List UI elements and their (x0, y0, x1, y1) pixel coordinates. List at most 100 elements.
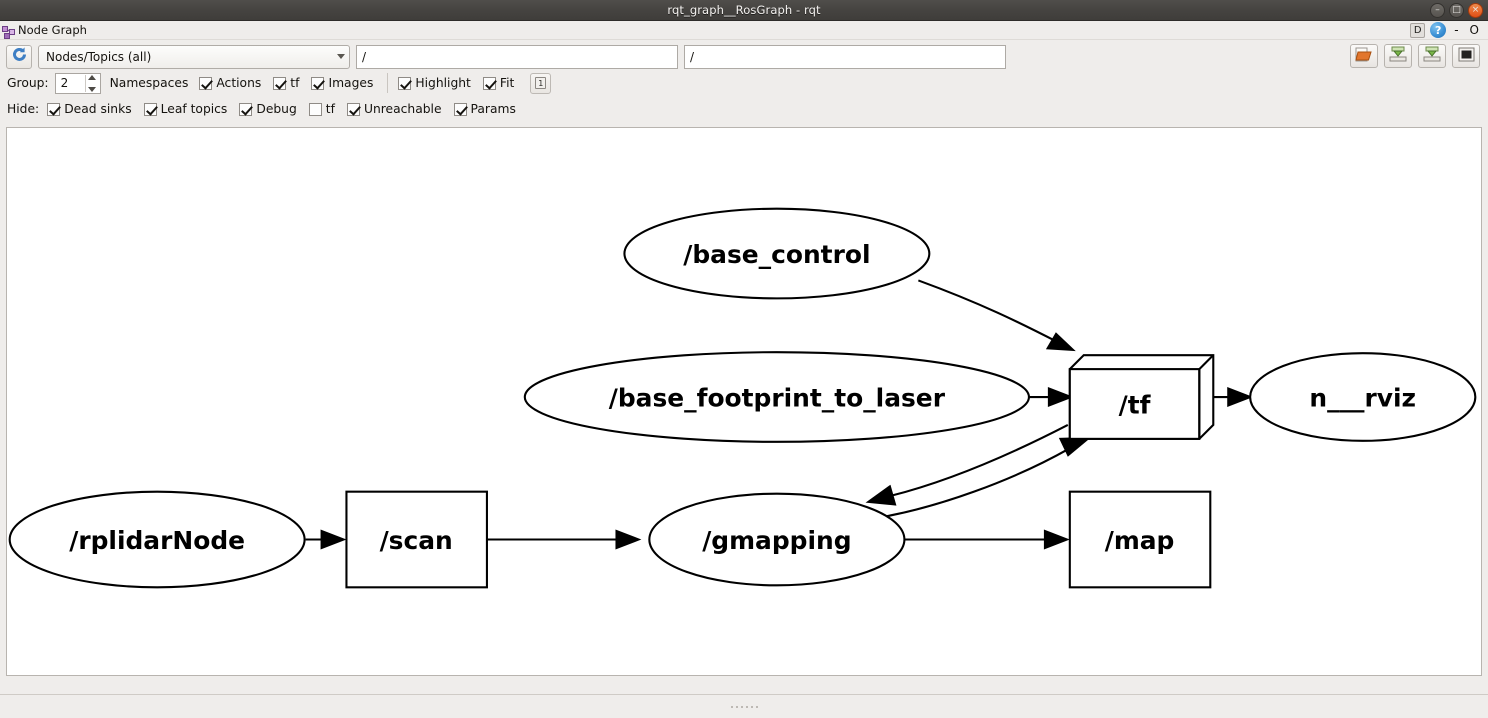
splitter-dot (730, 705, 733, 708)
splitter-dot (735, 705, 738, 708)
save-down-icon (1389, 46, 1407, 66)
graph-node-rviz[interactable]: n___rviz (1249, 352, 1477, 442)
edge-scan-to-gmapping[interactable] (486, 529, 642, 550)
window-controls: – □ × (1430, 3, 1483, 18)
graph-node-base_control-label: /base_control (683, 240, 870, 269)
checkbox-params-label: Params (470, 102, 516, 116)
edge-tf-to-gmapping[interactable] (865, 423, 1069, 506)
save-down-icon (1423, 46, 1441, 66)
checkbox-highlight-box[interactable] (398, 76, 412, 90)
checkbox-hide-tf-label: tf (325, 102, 335, 116)
edge-gmapping-to-map[interactable] (904, 529, 1070, 550)
graph-node-tf[interactable]: /tf (1068, 354, 1215, 440)
checkbox-actions-label: Actions (216, 76, 262, 90)
checkbox-params-box[interactable] (453, 102, 467, 116)
checkbox-dead-sinks-box[interactable] (47, 102, 61, 116)
checkbox-dead-sinks-label: Dead sinks (64, 102, 132, 116)
checkbox-unreachable-label: Unreachable (363, 102, 442, 116)
checkbox-params[interactable]: Params (453, 102, 516, 116)
dock-close-button[interactable]: O (1469, 23, 1479, 37)
window-minimize-button[interactable]: – (1430, 3, 1445, 18)
ros-graph-canvas[interactable]: /base_control /base_footprint_to_laser /… (6, 127, 1482, 676)
node-graph-icon (2, 24, 15, 39)
dock-float-button[interactable]: D (1410, 22, 1426, 38)
topic-filter-input[interactable]: / (684, 44, 1006, 69)
graph-node-rviz-label: n___rviz (1309, 384, 1416, 413)
refresh-button[interactable] (6, 44, 32, 69)
group-value: 2 (60, 76, 69, 90)
graph-node-base_footprint_to_laser-label: /base_footprint_to_laser (609, 384, 946, 413)
dock-widget-header: Node Graph D ? - O (0, 21, 1488, 40)
checkbox-tf-box[interactable] (273, 76, 287, 90)
checkbox-leaf-topics[interactable]: Leaf topics (143, 102, 228, 116)
chevron-down-icon[interactable] (88, 86, 97, 92)
checkbox-debug[interactable]: Debug (239, 102, 297, 116)
checkbox-unreachable-box[interactable] (346, 102, 360, 116)
graph-node-map[interactable]: /map (1068, 490, 1212, 589)
edge-tf-to-rviz[interactable] (1213, 387, 1254, 407)
spinbox-arrows[interactable] (84, 74, 99, 92)
checkbox-highlight[interactable]: Highlight (398, 76, 471, 90)
fit-in-view-button[interactable] (1452, 44, 1480, 68)
checkbox-images-label: Images (328, 76, 374, 90)
dock-minimize-button[interactable]: - (1454, 23, 1459, 37)
toolbar-right-buttons (1350, 44, 1480, 68)
checkbox-highlight-label: Highlight (415, 76, 471, 90)
checkbox-debug-box[interactable] (239, 102, 253, 116)
graph-node-scan[interactable]: /scan (345, 490, 488, 589)
graph-edges (305, 279, 1254, 550)
checkbox-fit-label: Fit (499, 76, 515, 90)
group-label: Group: (7, 76, 49, 90)
hide-options-row: Hide: Dead sinks Leaf topics Debug tf Un… (0, 96, 1488, 122)
save-dot-button[interactable] (1384, 44, 1412, 68)
splitter-dot (755, 705, 758, 708)
checkbox-dead-sinks[interactable]: Dead sinks (47, 102, 132, 116)
checkbox-tf-label: tf (290, 76, 300, 90)
graph-node-rplidarNode[interactable]: /rplidarNode (8, 490, 306, 589)
save-image-button[interactable] (1418, 44, 1446, 68)
toolbar-separator (387, 73, 389, 93)
checkbox-tf[interactable]: tf (273, 76, 299, 90)
group-options-row: Group: 2 Namespaces Actions tf Images Hi… (0, 70, 1488, 96)
checkbox-fit-box[interactable] (482, 76, 496, 90)
graph-type-combo[interactable]: Nodes/Topics (all) (38, 44, 350, 69)
chevron-down-icon (337, 54, 345, 59)
node-filter-input[interactable]: / (356, 44, 678, 69)
graph-node-gmapping-label: /gmapping (702, 526, 851, 555)
load-dot-button[interactable] (1350, 44, 1378, 68)
bottom-splitter-handle[interactable] (0, 694, 1488, 718)
zoom-reset-button[interactable]: 1 (530, 72, 552, 94)
splitter-dot (745, 705, 748, 708)
graph-type-value: Nodes/Topics (all) (46, 49, 152, 64)
checkbox-leaf-topics-label: Leaf topics (160, 102, 228, 116)
window-maximize-button[interactable]: □ (1449, 3, 1464, 18)
graph-node-base_control[interactable]: /base_control (623, 207, 931, 300)
window-close-button[interactable]: × (1468, 3, 1483, 18)
checkbox-images[interactable]: Images (311, 76, 373, 90)
zoom-reset-label: 1 (535, 77, 547, 89)
fit-view-icon (1458, 47, 1475, 66)
edge-gmapping-to-tf[interactable] (866, 436, 1092, 521)
checkbox-leaf-topics-box[interactable] (143, 102, 157, 116)
checkbox-hide-tf[interactable]: tf (308, 102, 335, 116)
checkbox-actions[interactable]: Actions (199, 76, 261, 90)
checkbox-hide-tf-box[interactable] (308, 102, 322, 116)
edge-base_control-to-tf[interactable] (918, 279, 1076, 352)
graph-nodes: /base_control /base_footprint_to_laser /… (8, 207, 1477, 589)
graph-node-rplidarNode-label: /rplidarNode (69, 526, 245, 555)
group-spinbox[interactable]: 2 (54, 72, 101, 94)
checkbox-images-box[interactable] (311, 76, 325, 90)
graph-node-gmapping[interactable]: /gmapping (648, 492, 906, 587)
ros-graph-svg[interactable]: /base_control /base_footprint_to_laser /… (7, 128, 1481, 675)
help-icon[interactable]: ? (1430, 22, 1447, 38)
graph-node-scan-label: /scan (380, 526, 453, 555)
checkbox-fit[interactable]: Fit (482, 76, 515, 90)
dock-title: Node Graph (18, 23, 87, 37)
splitter-dot (740, 705, 743, 708)
graph-node-base_footprint_to_laser[interactable]: /base_footprint_to_laser (523, 351, 1031, 443)
checkbox-unreachable[interactable]: Unreachable (346, 102, 442, 116)
edge-base_footprint_to_laser-to-tf[interactable] (1023, 387, 1074, 407)
checkbox-actions-box[interactable] (199, 76, 213, 90)
edge-rplidarNode-to-scan[interactable] (305, 529, 347, 550)
chevron-up-icon[interactable] (88, 74, 97, 80)
